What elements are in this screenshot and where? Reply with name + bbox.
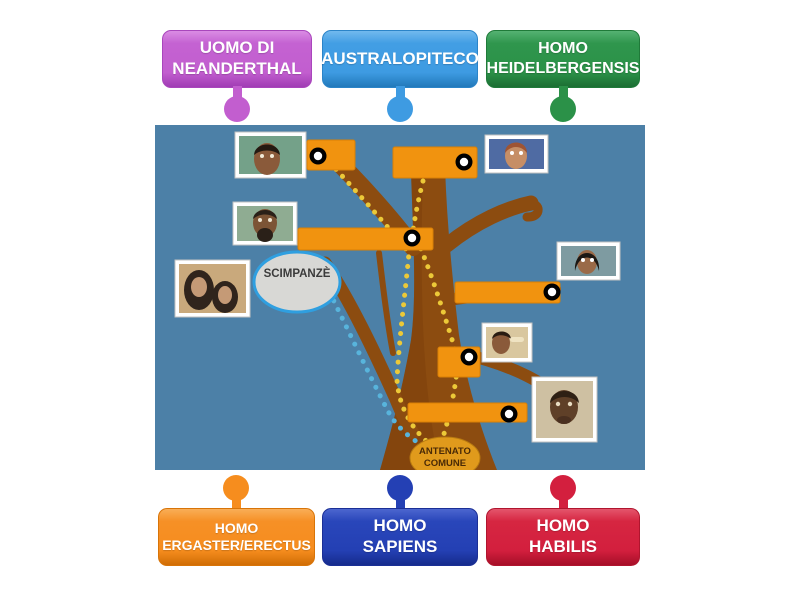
picture-heidelbergensis [556,241,621,281]
label-stem [396,86,405,99]
dotted-path-yellow-main [320,152,434,448]
drop-target-neanderthal-zone[interactable] [306,139,356,171]
label-pin-icon [387,475,413,501]
target-marker-center [459,157,469,167]
picture-chimpanzees [174,259,251,318]
label-text-australopiteco[interactable]: AUSTRALOPITECO [321,30,479,88]
common-ancestor-label-line1: ANTENATO [419,446,471,457]
picture-ergaster-erectus [481,322,533,363]
target-marker-center [407,233,417,243]
label-pin-icon [550,96,576,122]
picture-homo-sapiens [234,131,307,179]
dotted-paths [318,152,461,448]
target-marker-center [547,287,557,297]
evolution-tree-image: SCIMPANZÈ ANTENATO COMUNE [155,125,645,480]
label-pin-icon [223,475,249,501]
tree-trunk [380,167,497,470]
label-stem [232,497,241,509]
chimpanzee-ellipse [252,250,342,314]
label-stem [559,497,568,509]
target-marker-center [504,409,514,419]
label-stem [396,497,405,509]
drop-target-ergaster-zone[interactable] [437,346,481,378]
picture-bearded-hominid [232,201,298,246]
chimpanzee-label: SCIMPANZÈ [264,267,331,280]
label-text-uomo-di-neanderthal[interactable]: UOMO DI NEANDERTHAL [162,30,312,88]
label-text-homo-heidelbergensis[interactable]: HOMO HEIDELBERGENSIS [486,30,640,88]
drop-target-box[interactable] [297,227,434,251]
label-text-homo-ergaster-erectus[interactable]: HOMO ERGASTER/ERECTUS [158,508,315,566]
common-ancestor-bubble: ANTENATO COMUNE [409,436,481,480]
target-marker-center [313,151,323,161]
branch-upper-right-tip [522,198,543,222]
label-pin-icon [387,96,413,122]
label-text-homo-sapiens[interactable]: HOMO SAPIENS [322,508,478,566]
branch-chimpanzee [318,256,420,440]
dotted-path-blue-chimp [318,272,425,448]
drop-target-australopiteco-zone[interactable] [392,146,478,179]
drop-target-sapiens-zone[interactable] [297,227,434,251]
common-ancestor-label-line2: COMUNE [424,458,466,469]
label-stem [233,86,242,99]
picture-habilis [531,376,598,443]
label-pin-icon [550,475,576,501]
drop-target-heidelbergensis-zone[interactable] [454,281,561,304]
branch-upper-right [439,195,539,253]
dotted-path-yellow-right [414,237,461,440]
tree-trunk-shadow [380,170,441,470]
drop-targets [297,139,561,423]
branch-thin-left [376,250,396,356]
label-stem [559,86,568,99]
label-pin-icon [224,96,250,122]
picture-neanderthal [484,134,549,174]
chimpanzee-bubble: SCIMPANZÈ [252,250,342,314]
drop-target-box[interactable] [407,402,528,423]
label-text-homo-habilis[interactable]: HOMO HABILIS [486,508,640,566]
target-marker-center [464,352,474,362]
drop-target-habilis-zone[interactable] [407,402,528,423]
drop-target-box[interactable] [392,146,478,179]
